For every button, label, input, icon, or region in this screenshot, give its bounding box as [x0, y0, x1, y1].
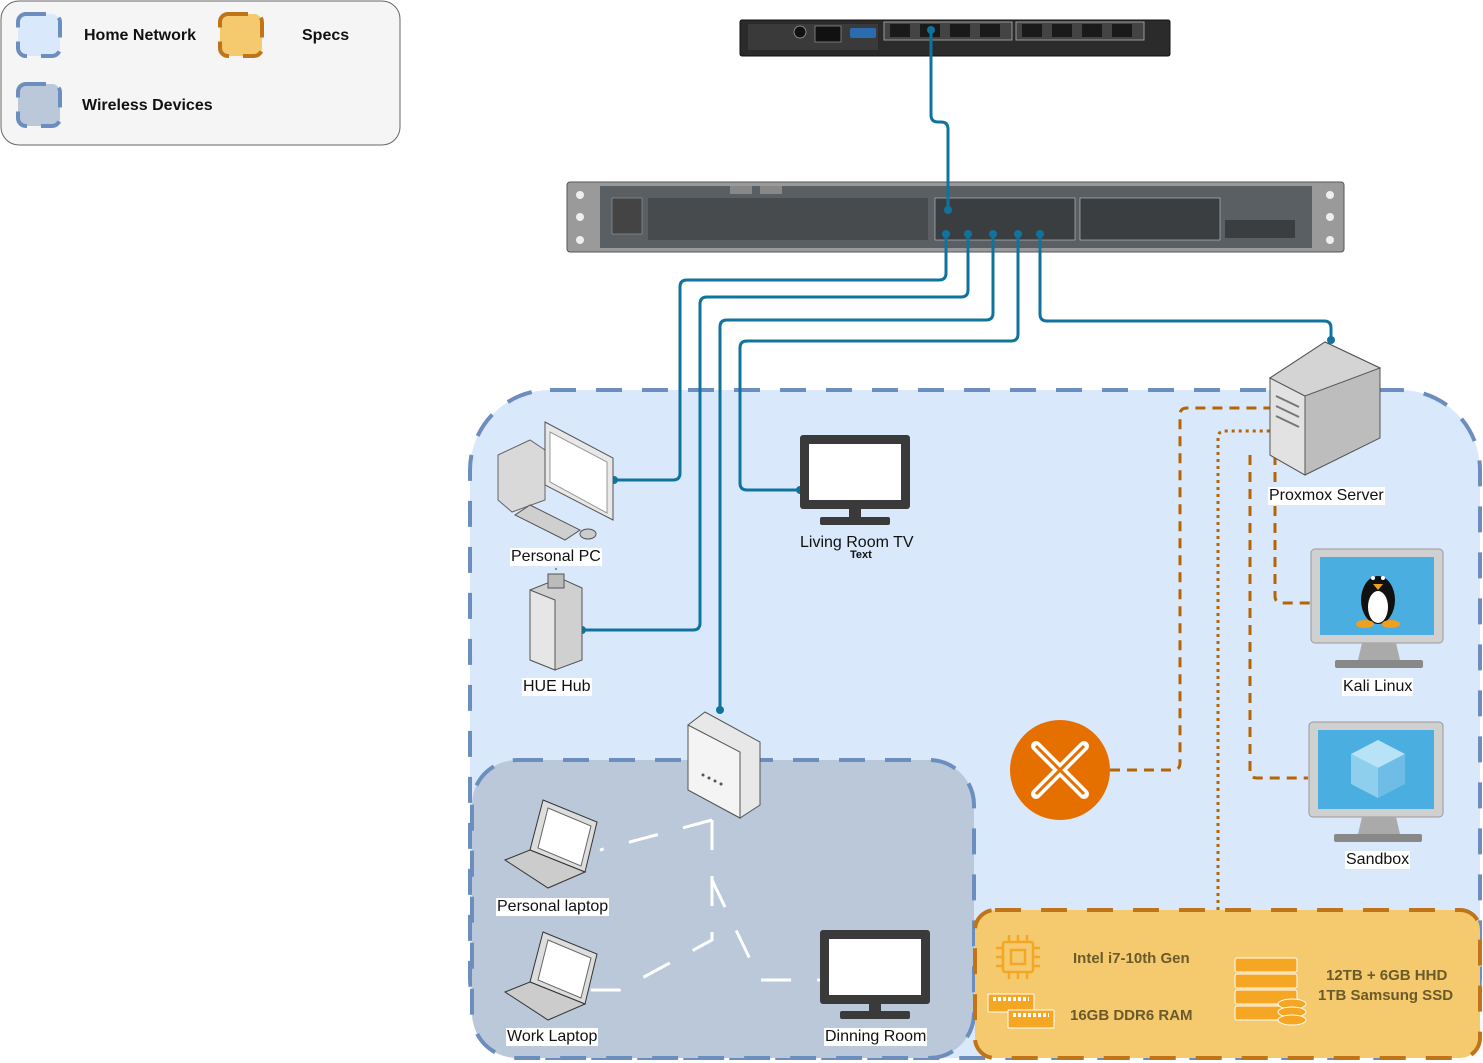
- personal-laptop-icon: [503, 799, 598, 889]
- legend-label-home-network: Home Network: [84, 27, 197, 44]
- ethernet-cables: [582, 30, 1333, 710]
- cable-switch-hue: [582, 234, 970, 632]
- cable-switch-tv: [738, 234, 1020, 492]
- specs-zone: [973, 908, 1482, 1060]
- cable-switch-ap: [718, 234, 995, 710]
- label-living-room-tv: Living Room TV: [800, 534, 914, 551]
- spec-storage-line2: 1TB Samsung SSD: [1318, 987, 1454, 1004]
- link-server-sandbox: [1248, 455, 1308, 780]
- label-kali-linux: Kali Linux: [1342, 678, 1414, 696]
- legend-swatch-wireless: [16, 82, 62, 128]
- sandbox-icon: [1308, 721, 1444, 842]
- label-proxmox-server: Proxmox Server: [1268, 487, 1385, 505]
- spec-storage-line1: 12TB + 6GB HHD: [1326, 967, 1448, 984]
- link-server-specs: [1216, 429, 1270, 910]
- link-server-kali: [1273, 455, 1310, 605]
- work-laptop-icon: [503, 931, 598, 1021]
- label-sandbox: Sandbox: [1345, 851, 1411, 869]
- label-living-room-tv-sub: Text: [850, 549, 872, 561]
- legend: [0, 0, 401, 146]
- cpu-icon: [996, 935, 1040, 979]
- storage-icon: [1234, 957, 1307, 1026]
- label-work-laptop: Work Laptop: [506, 1028, 599, 1046]
- router-icon: [739, 19, 1171, 57]
- dinning-room-tv-icon: [820, 930, 930, 1019]
- cable-switch-pc: [614, 234, 948, 482]
- living-room-tv-icon: [800, 435, 910, 525]
- ram-icon: [987, 993, 1055, 1029]
- kali-linux-icon: [1310, 548, 1444, 668]
- label-dinning-room: Dinning Room: [824, 1028, 928, 1046]
- personal-pc-icon: [497, 421, 614, 541]
- label-personal-pc: Personal PC: [510, 548, 602, 566]
- legend-swatch-home: [16, 12, 62, 58]
- label-hue-hub: HUE Hub: [522, 678, 592, 696]
- legend-label-wireless-devices: Wireless Devices: [82, 97, 213, 114]
- legend-swatch-specs: [218, 12, 264, 58]
- proxmox-server-icon: [1269, 341, 1382, 476]
- proxmox-logo-icon: [1010, 720, 1110, 820]
- legend-box: [0, 0, 401, 146]
- cable-switch-server: [1038, 234, 1333, 340]
- access-point-icon: [687, 711, 761, 819]
- cable-router-switch: [929, 30, 950, 210]
- label-personal-laptop: Personal laptop: [496, 898, 610, 916]
- hue-hub-icon: [529, 548, 583, 671]
- proxmox-links: [1110, 406, 1310, 910]
- spec-ram: 16GB DDR6 RAM: [1070, 1007, 1193, 1024]
- spec-cpu: Intel i7-10th Gen: [1073, 950, 1190, 967]
- switch-icon: [566, 181, 1345, 253]
- legend-label-specs: Specs: [302, 27, 350, 44]
- link-proxmox-logo: [1110, 406, 1270, 772]
